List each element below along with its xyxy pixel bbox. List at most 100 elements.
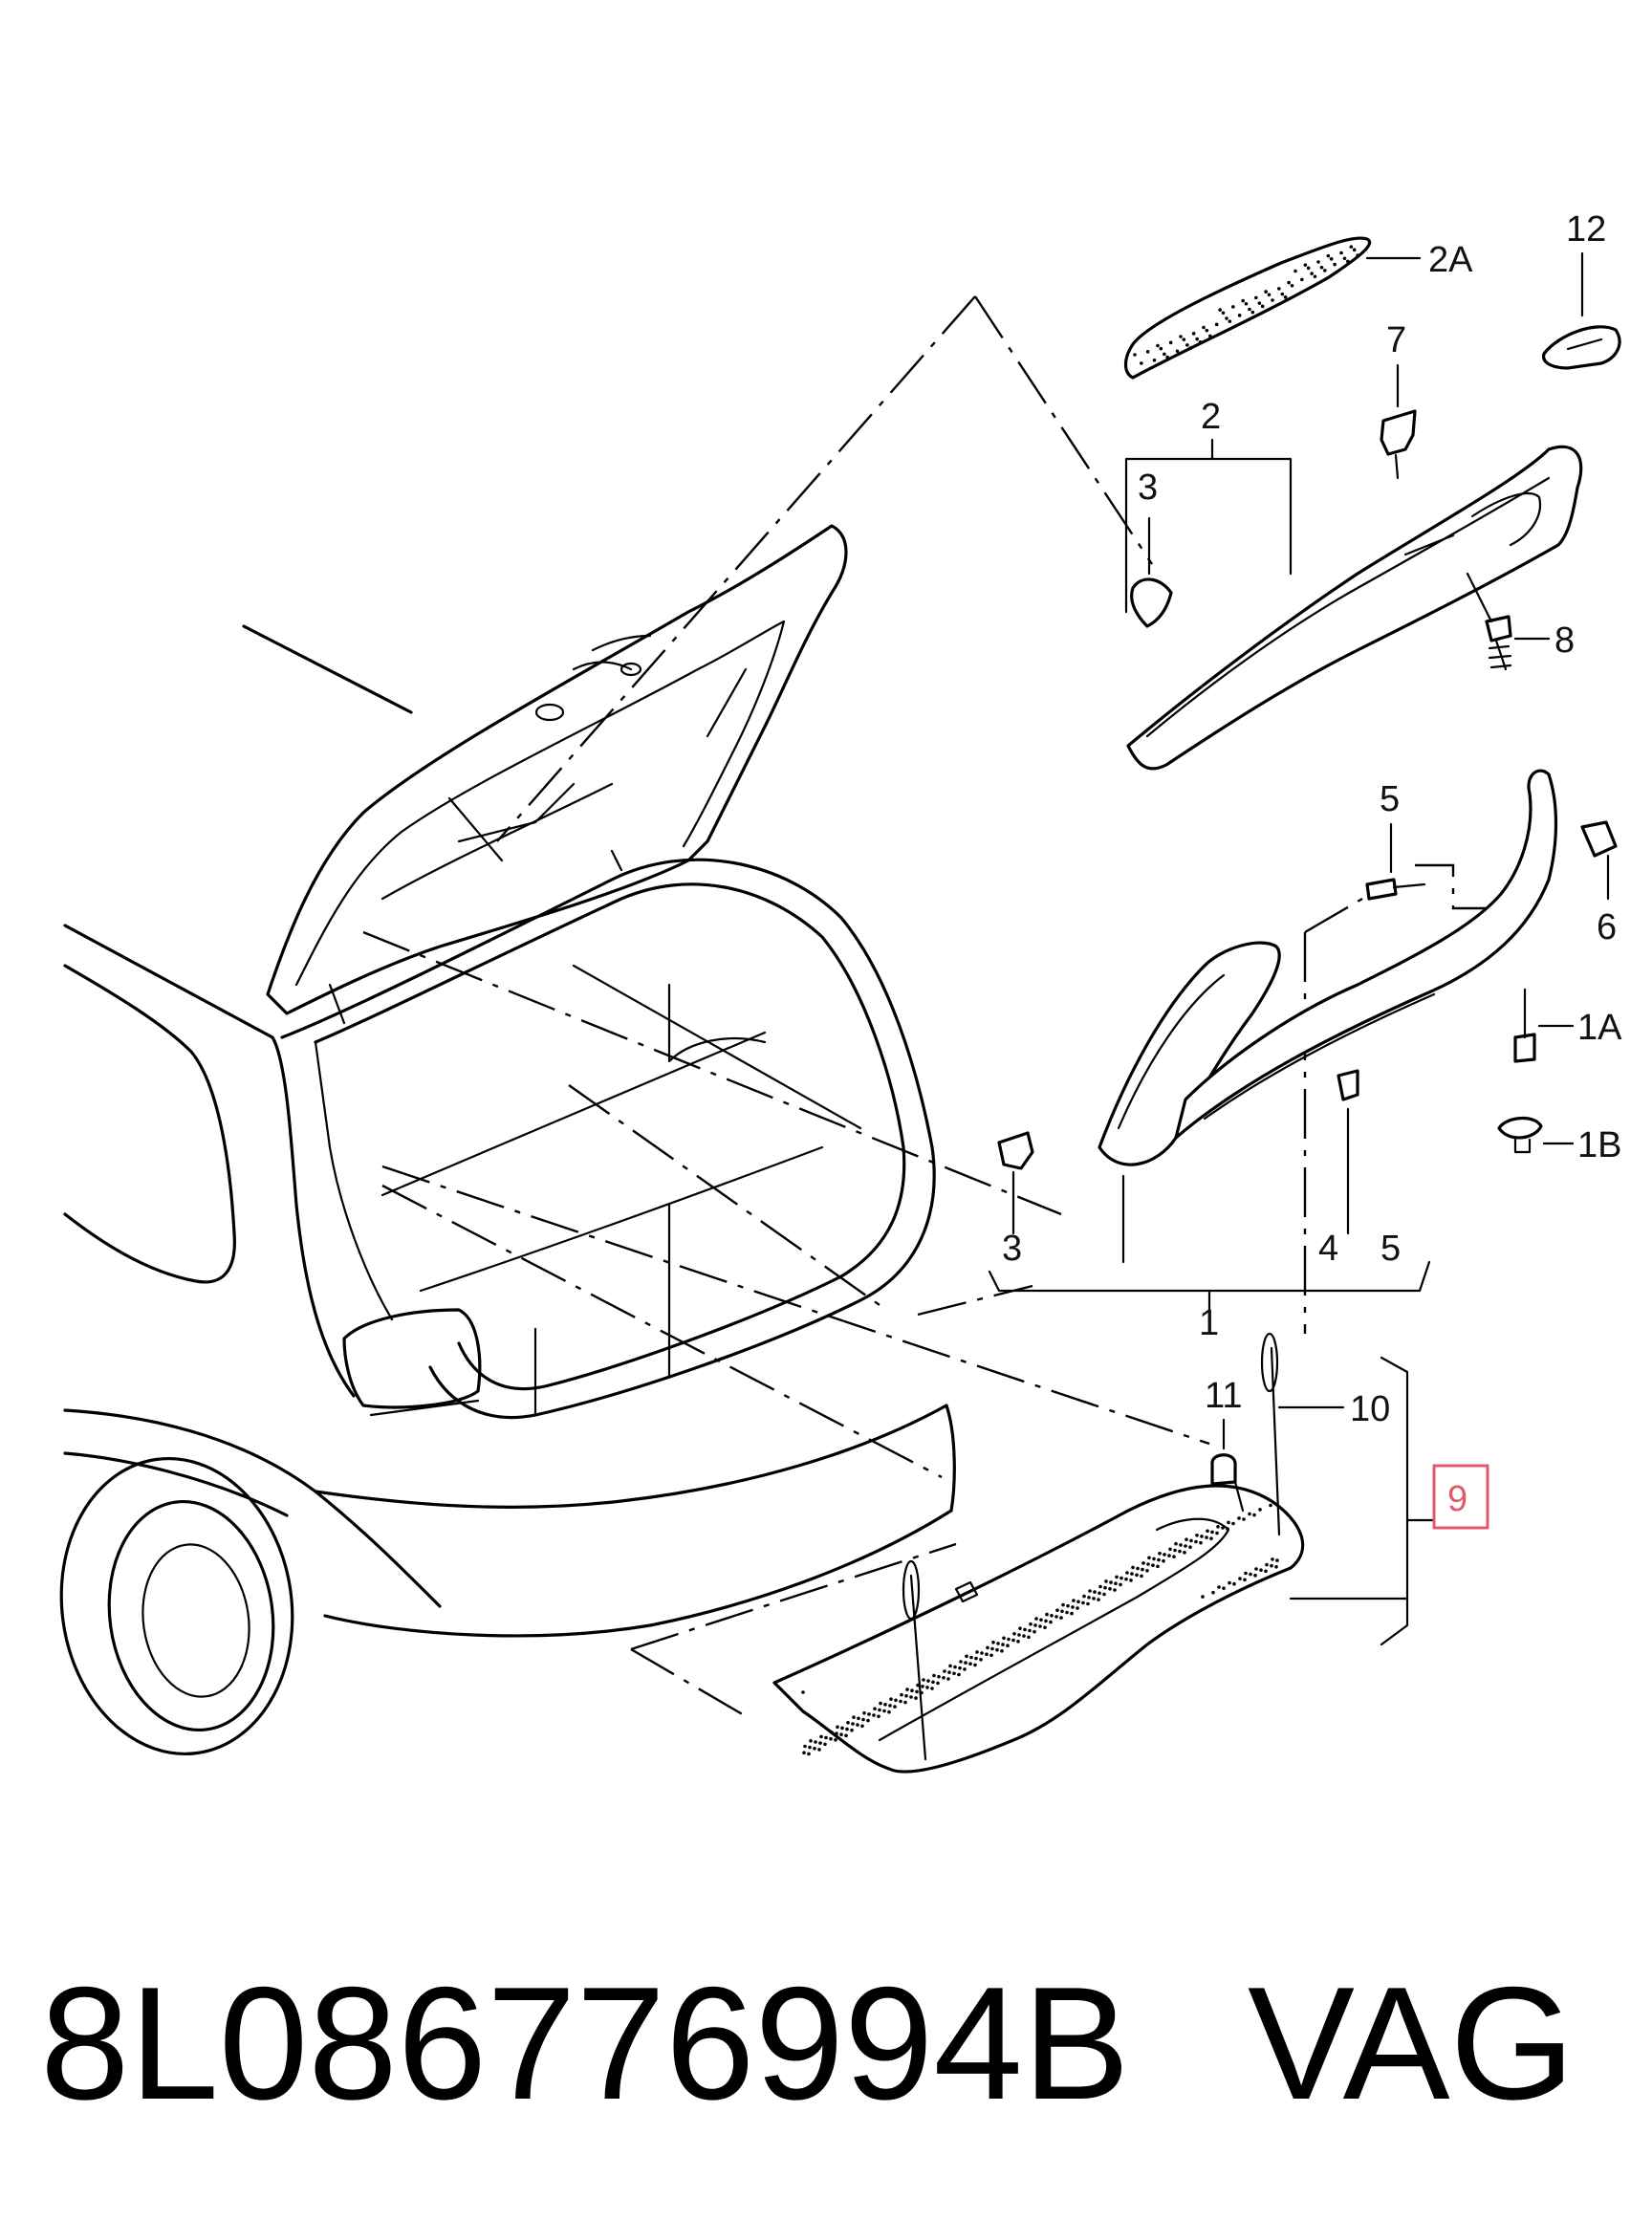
texture-dot bbox=[893, 1705, 897, 1709]
callout-7: 7 bbox=[1386, 320, 1406, 360]
texture-dot bbox=[1210, 1530, 1214, 1535]
texture-dot bbox=[1012, 1632, 1016, 1636]
texture-dot bbox=[872, 1713, 876, 1717]
texture-dot bbox=[862, 1710, 866, 1715]
callout-5-top: 5 bbox=[1380, 779, 1400, 819]
texture-dot bbox=[1147, 1556, 1151, 1560]
texture-dot bbox=[1260, 304, 1265, 309]
texture-dot bbox=[808, 1745, 812, 1750]
texture-dot bbox=[899, 1699, 902, 1704]
texture-dot bbox=[873, 1707, 877, 1710]
texture-dot bbox=[1070, 1611, 1074, 1616]
texture-dot bbox=[1050, 1614, 1054, 1618]
texture-dot bbox=[1250, 310, 1255, 315]
texture-dot bbox=[986, 1645, 989, 1650]
texture-dot bbox=[953, 1665, 957, 1669]
texture-dot bbox=[1293, 269, 1297, 273]
texture-dot bbox=[1188, 1545, 1192, 1549]
texture-dot bbox=[914, 1696, 918, 1700]
callout-2: 2 bbox=[1201, 397, 1221, 437]
texture-dot bbox=[1252, 1513, 1256, 1517]
texture-dot bbox=[835, 1731, 838, 1735]
texture-dot bbox=[1215, 1531, 1219, 1535]
texture-dot bbox=[1157, 1557, 1161, 1562]
texture-dot bbox=[1018, 1626, 1022, 1630]
texture-dot bbox=[1119, 1582, 1122, 1587]
texture-dot bbox=[1060, 1609, 1064, 1614]
texture-dot bbox=[1198, 339, 1203, 344]
texture-dot bbox=[1152, 1557, 1156, 1561]
texture-dot bbox=[1104, 1579, 1108, 1583]
texture-dot bbox=[1333, 262, 1337, 267]
texture-dot bbox=[947, 1670, 951, 1674]
texture-dot bbox=[995, 1647, 999, 1652]
callout-9: 9 bbox=[1447, 1479, 1467, 1519]
texture-dot bbox=[1033, 1623, 1037, 1627]
texture-dot bbox=[1264, 1569, 1268, 1574]
texture-dot bbox=[1082, 1594, 1086, 1599]
texture-dot bbox=[942, 1676, 946, 1680]
texture-dot bbox=[1271, 1557, 1274, 1561]
texture-dot bbox=[867, 1712, 871, 1716]
texture-dot bbox=[1205, 328, 1209, 333]
texture-dot bbox=[834, 1738, 837, 1742]
texture-dot bbox=[819, 1734, 823, 1739]
texture-dot bbox=[1214, 322, 1219, 327]
texture-dot bbox=[889, 1697, 893, 1701]
texture-dot bbox=[1267, 293, 1272, 297]
texture-dot bbox=[1259, 1568, 1263, 1572]
texture-dot bbox=[1225, 316, 1228, 320]
texture-dot bbox=[878, 1708, 881, 1712]
texture-dot bbox=[1065, 1610, 1069, 1615]
texture-dot bbox=[922, 1678, 925, 1682]
texture-dot bbox=[1316, 260, 1320, 264]
texture-dot bbox=[957, 1672, 961, 1677]
texture-dot bbox=[1145, 1569, 1149, 1573]
texture-dot bbox=[1195, 1534, 1199, 1537]
texture-dot bbox=[952, 1671, 956, 1676]
texture-dot bbox=[1022, 1634, 1026, 1638]
texture-dot bbox=[1124, 1577, 1128, 1581]
texture-dot bbox=[996, 1642, 1000, 1645]
texture-dot bbox=[1185, 343, 1189, 347]
texture-dot bbox=[1271, 298, 1274, 302]
texture-dot bbox=[856, 1723, 859, 1727]
texture-dot bbox=[883, 1703, 887, 1707]
texture-dot bbox=[1228, 1580, 1231, 1585]
texture-dot bbox=[1201, 1595, 1205, 1599]
texture-dot bbox=[813, 1747, 816, 1751]
texture-dot bbox=[1028, 1628, 1032, 1633]
part-2a-trim-panel bbox=[1123, 236, 1372, 380]
callout-6: 6 bbox=[1597, 907, 1617, 947]
texture-dot bbox=[1349, 245, 1354, 249]
texture-dot bbox=[1023, 1627, 1027, 1632]
texture-dot bbox=[985, 1652, 989, 1656]
texture-dot bbox=[990, 1646, 994, 1651]
texture-dot bbox=[1339, 250, 1343, 255]
texture-dot bbox=[1097, 1598, 1100, 1601]
texture-dot bbox=[802, 1751, 806, 1754]
texture-dot bbox=[1202, 325, 1206, 330]
texture-dot bbox=[975, 1650, 979, 1654]
texture-dot bbox=[1257, 301, 1262, 305]
texture-dot bbox=[1275, 1558, 1279, 1562]
texture-dot bbox=[824, 1735, 828, 1740]
texture-dot bbox=[1108, 1587, 1112, 1591]
texture-dot bbox=[1221, 1526, 1225, 1530]
texture-dot bbox=[946, 1677, 950, 1681]
texture-dot bbox=[1173, 1548, 1177, 1553]
callout-2a: 2A bbox=[1428, 240, 1473, 280]
texture-dot bbox=[1140, 1574, 1143, 1579]
texture-dot bbox=[861, 1717, 865, 1722]
texture-dot bbox=[1329, 257, 1334, 261]
texture-dot bbox=[973, 1663, 977, 1667]
texture-dot bbox=[1072, 1599, 1076, 1602]
texture-dot bbox=[1184, 1544, 1187, 1548]
texture-dot bbox=[1218, 308, 1222, 312]
texture-dot bbox=[1290, 283, 1294, 288]
callout-3-bottom: 3 bbox=[1002, 1229, 1022, 1269]
texture-dot bbox=[1029, 1622, 1032, 1626]
texture-dot bbox=[1071, 1605, 1075, 1609]
texture-dot bbox=[894, 1698, 898, 1703]
texture-dot bbox=[809, 1739, 813, 1743]
